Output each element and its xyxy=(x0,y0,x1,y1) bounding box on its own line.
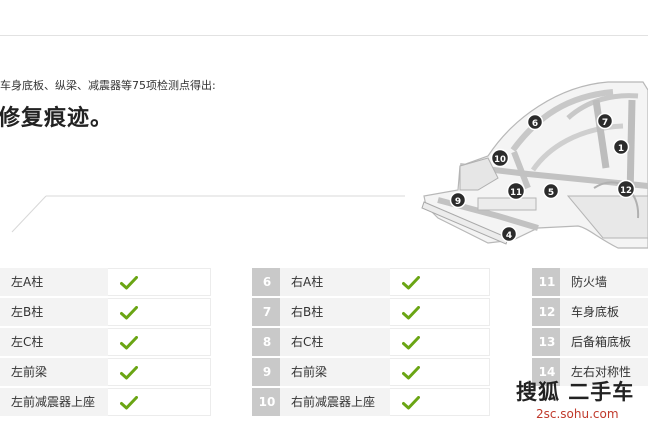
svg-text:6: 6 xyxy=(532,119,538,129)
item-number: 11 xyxy=(532,268,562,296)
item-number: 7 xyxy=(252,298,282,326)
watermark-url: 2sc.sohu.com xyxy=(536,407,619,421)
item-number: 13 xyxy=(532,328,562,356)
svg-text:12: 12 xyxy=(620,186,632,196)
item-name: 左B柱 xyxy=(0,298,108,326)
item-number: 14 xyxy=(532,358,562,386)
table-row: 8 右C柱 xyxy=(252,328,492,356)
check-cell xyxy=(390,328,490,356)
table-row: 左B柱 xyxy=(0,298,212,326)
check-cell xyxy=(390,388,490,416)
item-name: 左A柱 xyxy=(0,268,108,296)
car-frame-diagram: 6 7 1 10 11 5 12 9 4 xyxy=(421,81,648,249)
table-row: 9 右前梁 xyxy=(252,358,492,386)
check-cell xyxy=(108,328,211,356)
checkmark-icon xyxy=(402,336,420,350)
checkmark-icon xyxy=(402,276,420,290)
sohu-watermark: 搜狐 二手车 2sc.sohu.com xyxy=(514,376,644,430)
checkmark-icon xyxy=(402,366,420,380)
checkmark-icon xyxy=(120,276,138,290)
item-name: 右A柱 xyxy=(280,268,390,296)
table-row: 左A柱 xyxy=(0,268,212,296)
top-divider xyxy=(0,35,648,36)
svg-text:10: 10 xyxy=(494,155,506,165)
checkmark-icon xyxy=(120,306,138,320)
svg-text:9: 9 xyxy=(455,197,461,207)
item-name: 右前梁 xyxy=(280,358,390,386)
table-row: 左前减震器上座 xyxy=(0,388,212,416)
checklist-column-right: 11 防火墙 12 车身底板 13 后备箱底板 14 左右对称性 xyxy=(532,268,648,388)
table-row: 10 右前减震器上座 xyxy=(252,388,492,416)
diagram-marker-6: 6 xyxy=(526,113,544,131)
checkmark-icon xyxy=(120,366,138,380)
item-number: 10 xyxy=(252,388,282,416)
item-name: 右C柱 xyxy=(280,328,390,356)
table-row: 13 后备箱底板 xyxy=(532,328,648,356)
item-name: 左前梁 xyxy=(0,358,108,386)
item-name: 左C柱 xyxy=(0,328,108,356)
table-row: 7 右B柱 xyxy=(252,298,492,326)
table-row: 14 左右对称性 xyxy=(532,358,648,386)
item-name: 后备箱底板 xyxy=(560,328,648,356)
check-cell xyxy=(108,388,211,416)
decorative-line xyxy=(11,195,405,233)
item-name: 左前减震器上座 xyxy=(0,388,108,416)
diagram-marker-9: 9 xyxy=(449,191,467,209)
svg-text:7: 7 xyxy=(602,118,608,128)
item-number: 8 xyxy=(252,328,282,356)
svg-text:11: 11 xyxy=(510,188,522,198)
check-cell xyxy=(390,358,490,386)
svg-text:5: 5 xyxy=(548,188,554,198)
diagram-marker-7: 7 xyxy=(596,112,614,130)
item-name: 左右对称性 xyxy=(560,358,648,386)
table-row: 左前梁 xyxy=(0,358,212,386)
item-number: 9 xyxy=(252,358,282,386)
table-row: 左C柱 xyxy=(0,328,212,356)
svg-text:1: 1 xyxy=(618,144,624,154)
item-name: 防火墙 xyxy=(560,268,648,296)
item-name: 车身底板 xyxy=(560,298,648,326)
intro-text: 车身底板、纵梁、减震器等75项检测点得出: xyxy=(0,79,216,92)
check-cell xyxy=(390,298,490,326)
check-cell xyxy=(108,268,211,296)
checklist-column-left: 左A柱 左B柱 左C柱 左前梁 左前减震器上座 xyxy=(0,268,212,418)
table-row: 11 防火墙 xyxy=(532,268,648,296)
watermark-title: 搜狐 二手车 xyxy=(516,380,635,404)
checkmark-icon xyxy=(120,336,138,350)
diagram-marker-1: 1 xyxy=(612,138,630,156)
check-cell xyxy=(108,358,211,386)
check-cell xyxy=(390,268,490,296)
table-row: 12 车身底板 xyxy=(532,298,648,326)
headline: 修复痕迹。 xyxy=(0,106,114,131)
table-row: 6 右A柱 xyxy=(252,268,492,296)
diagram-marker-4: 4 xyxy=(500,225,518,243)
checklist-column-middle: 6 右A柱 7 右B柱 8 右C柱 9 右前梁 10 右前减震器上座 xyxy=(252,268,492,418)
item-name: 右B柱 xyxy=(280,298,390,326)
diagram-marker-10: 10 xyxy=(490,148,510,168)
checkmark-icon xyxy=(402,396,420,410)
checkmark-icon xyxy=(402,306,420,320)
checkmark-icon xyxy=(120,396,138,410)
diagram-marker-11: 11 xyxy=(506,181,526,201)
diagram-marker-12: 12 xyxy=(616,179,636,199)
check-cell xyxy=(108,298,211,326)
item-name: 右前减震器上座 xyxy=(280,388,390,416)
item-number: 6 xyxy=(252,268,282,296)
svg-text:4: 4 xyxy=(506,231,512,241)
item-number: 12 xyxy=(532,298,562,326)
diagram-marker-5: 5 xyxy=(542,182,560,200)
